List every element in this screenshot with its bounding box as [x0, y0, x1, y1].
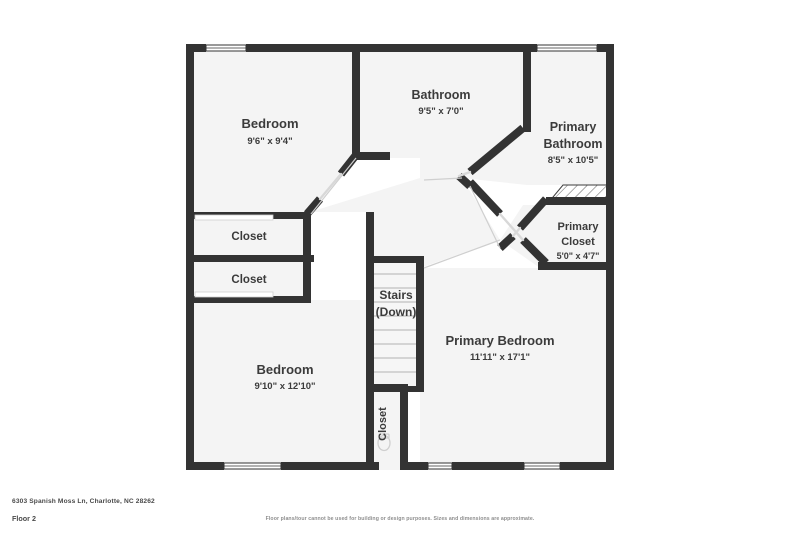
windows: [194, 44, 598, 470]
wall-bottom-c: [404, 462, 428, 470]
wall-bottom-d: [452, 462, 524, 470]
window-left-lower-closet: [194, 291, 274, 298]
wall-bottom-e: [560, 462, 614, 470]
wall-closet-right: [303, 212, 311, 303]
room-name-stairs-line2: (Down): [376, 305, 417, 319]
room-name-primary-closet-line2: Closet: [561, 236, 595, 248]
room-dim-bedroom-bottom-left: 9'10" x 12'10": [254, 381, 315, 392]
label-bedroom-bottom-left: Bedroom 9'10" x 12'10": [254, 362, 315, 392]
wall-primary-closet-bottom: [538, 262, 608, 270]
room-name-bedroom-bottom-left: Bedroom: [256, 362, 313, 377]
diag-wall-bedroom-tl-a: [337, 152, 360, 177]
door-primary-closet: [511, 226, 522, 238]
window-bottom-3: [523, 462, 561, 470]
label-primary-bedroom: Primary Bedroom 11'11" x 17'1": [445, 333, 554, 363]
diag-wall-center-right-b: [520, 237, 549, 266]
room-name-bedroom-top-left: Bedroom: [241, 116, 298, 131]
label-closet-upper-left: Closet: [231, 231, 266, 243]
fill-primary-bedroom: [420, 268, 608, 470]
room-name-bathroom: Bathroom: [411, 88, 470, 102]
diag-wall-bedroom-tl-b: [303, 196, 324, 217]
room-dim-bedroom-top-left: 9'6" x 9'4": [247, 136, 292, 147]
door-openings: [318, 170, 525, 242]
fill-bedroom-bottom-left: [192, 300, 372, 470]
room-name-primary-bathroom-line2: Bathroom: [543, 137, 602, 151]
wall-stairs-right: [416, 258, 424, 392]
wall-stairs-top: [366, 256, 424, 263]
label-bathroom: Bathroom 9'5" x 7'0": [411, 88, 470, 117]
fill-stairs: [372, 262, 420, 372]
room-dim-primary-bathroom: 8'5" x 10'5": [548, 155, 599, 166]
door-leaf-lines: [310, 157, 501, 269]
property-address: 6303 Spanish Moss Ln, Charlotte, NC 2826…: [12, 498, 155, 505]
door-bedroom-top-left: [318, 172, 343, 201]
walls: [186, 44, 614, 470]
window-left-upper-closet: [194, 214, 274, 221]
label-primary-bathroom: Primary Bathroom 8'5" x 10'5": [543, 120, 602, 166]
floor-label: Floor 2: [12, 514, 36, 523]
label-bedroom-top-left: Bedroom 9'6" x 9'4": [241, 116, 298, 147]
label-closet-bottom-center: Closet: [377, 407, 389, 441]
diag-wall-center-right-a: [467, 179, 503, 217]
wall-primary-closet-top: [546, 197, 608, 205]
window-bottom-2: [427, 462, 453, 470]
wall-stairs-bottom: [366, 386, 424, 392]
wall-top-c: [597, 44, 614, 52]
room-name-closet-upper-left: Closet: [231, 231, 266, 243]
wall-bottom-a: [186, 462, 224, 470]
label-closet-lower-left: Closet: [231, 274, 266, 286]
footer-info: 6303 Spanish Moss Ln, Charlotte, NC 2826…: [12, 498, 272, 523]
room-name-primary-bedroom: Primary Bedroom: [445, 333, 554, 348]
wall-bedroom-bathroom: [352, 50, 360, 154]
room-dim-bathroom: 9'5" x 7'0": [418, 106, 463, 117]
fill-bedroom-top-left: [192, 50, 355, 212]
window-top-right: [536, 44, 598, 52]
wall-bathroom-primarybath: [523, 50, 531, 132]
room-name-closet-bottom-center: Closet: [377, 407, 389, 441]
room-dim-primary-bedroom: 11'11" x 17'1": [470, 352, 530, 363]
room-name-primary-bathroom-line1: Primary: [550, 120, 597, 134]
door-primary-bathroom: [498, 212, 525, 242]
label-primary-closet: Primary Closet 5'0" x 4'7": [557, 221, 600, 261]
fill-closet-upper-left: [192, 219, 310, 257]
wall-top-a: [186, 44, 206, 52]
wall-closet-bc-left: [366, 384, 374, 470]
diag-wall-primary-closet-bottom: [497, 233, 516, 251]
room-dim-primary-closet: 5'0" x 4'7": [557, 251, 600, 261]
wall-closet-lower-bottom: [194, 296, 310, 303]
wall-top-b: [246, 44, 537, 52]
stair-treads: [374, 273, 418, 373]
wall-bottom-b: [281, 462, 379, 470]
wall-left: [186, 44, 194, 470]
disclaimer-text: Floor plans/tour cannot be used for buil…: [265, 516, 535, 522]
door-bathroom: [457, 170, 472, 178]
wall-hall-left: [366, 212, 374, 392]
wall-bathroom-lower-a: [352, 152, 390, 160]
wall-right: [606, 44, 614, 470]
wall-closet-divider: [194, 255, 314, 262]
label-stairs: Stairs (Down): [376, 288, 417, 319]
diag-wall-bathroom: [467, 124, 526, 176]
room-name-closet-lower-left: Closet: [231, 274, 266, 286]
diag-wall-primary-closet-top: [517, 196, 549, 231]
room-name-primary-closet-line1: Primary: [558, 221, 600, 233]
room-name-stairs-line1: Stairs: [379, 288, 413, 302]
wall-closet-bc-right: [400, 384, 408, 470]
toilet-icon: [377, 433, 391, 452]
diagonal-walls: [303, 124, 549, 266]
window-top-left: [205, 44, 247, 52]
window-bottom-1: [223, 462, 282, 470]
